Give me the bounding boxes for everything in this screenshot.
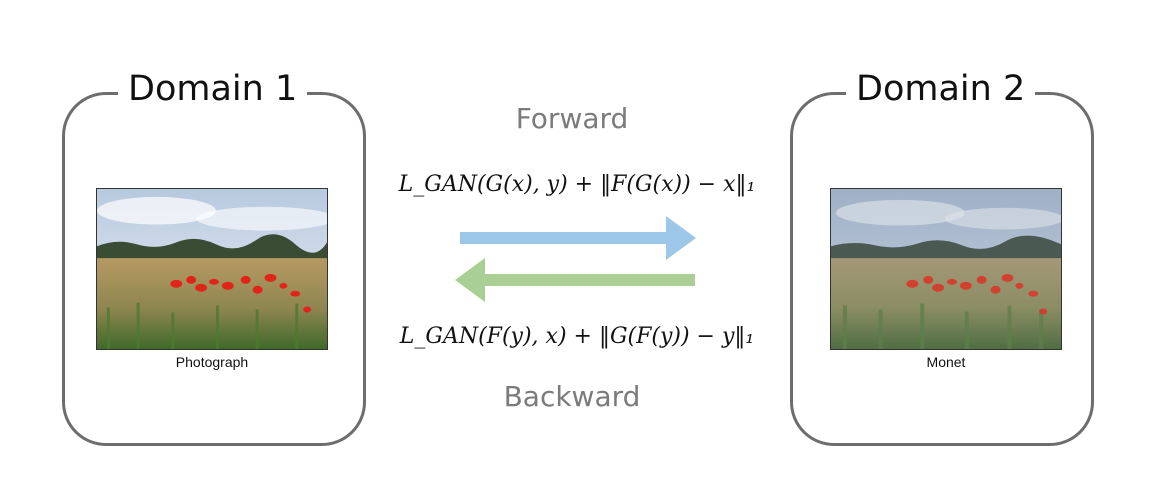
backward-loss-formula: L_GAN(F(y), x) + ‖G(F(y)) − y‖₁ <box>399 324 755 349</box>
photograph-image <box>96 188 328 350</box>
monet-scene-icon <box>831 189 1061 349</box>
backward-label: Backward <box>503 380 641 413</box>
monet-caption: Monet <box>926 354 966 370</box>
photograph-caption: Photograph <box>175 354 249 370</box>
forward-label: Forward <box>515 102 629 135</box>
backward-arrow-icon <box>455 258 695 302</box>
photograph-scene-icon <box>97 189 327 349</box>
cycle-arrows <box>455 216 696 302</box>
domain-2-title: Domain 2 <box>846 66 1036 112</box>
forward-loss-formula: L_GAN(G(x), y) + ‖F(G(x)) − x‖₁ <box>398 172 756 197</box>
forward-arrow-icon <box>460 216 696 260</box>
domain-1-title: Domain 1 <box>118 66 308 112</box>
monet-image <box>830 188 1062 350</box>
